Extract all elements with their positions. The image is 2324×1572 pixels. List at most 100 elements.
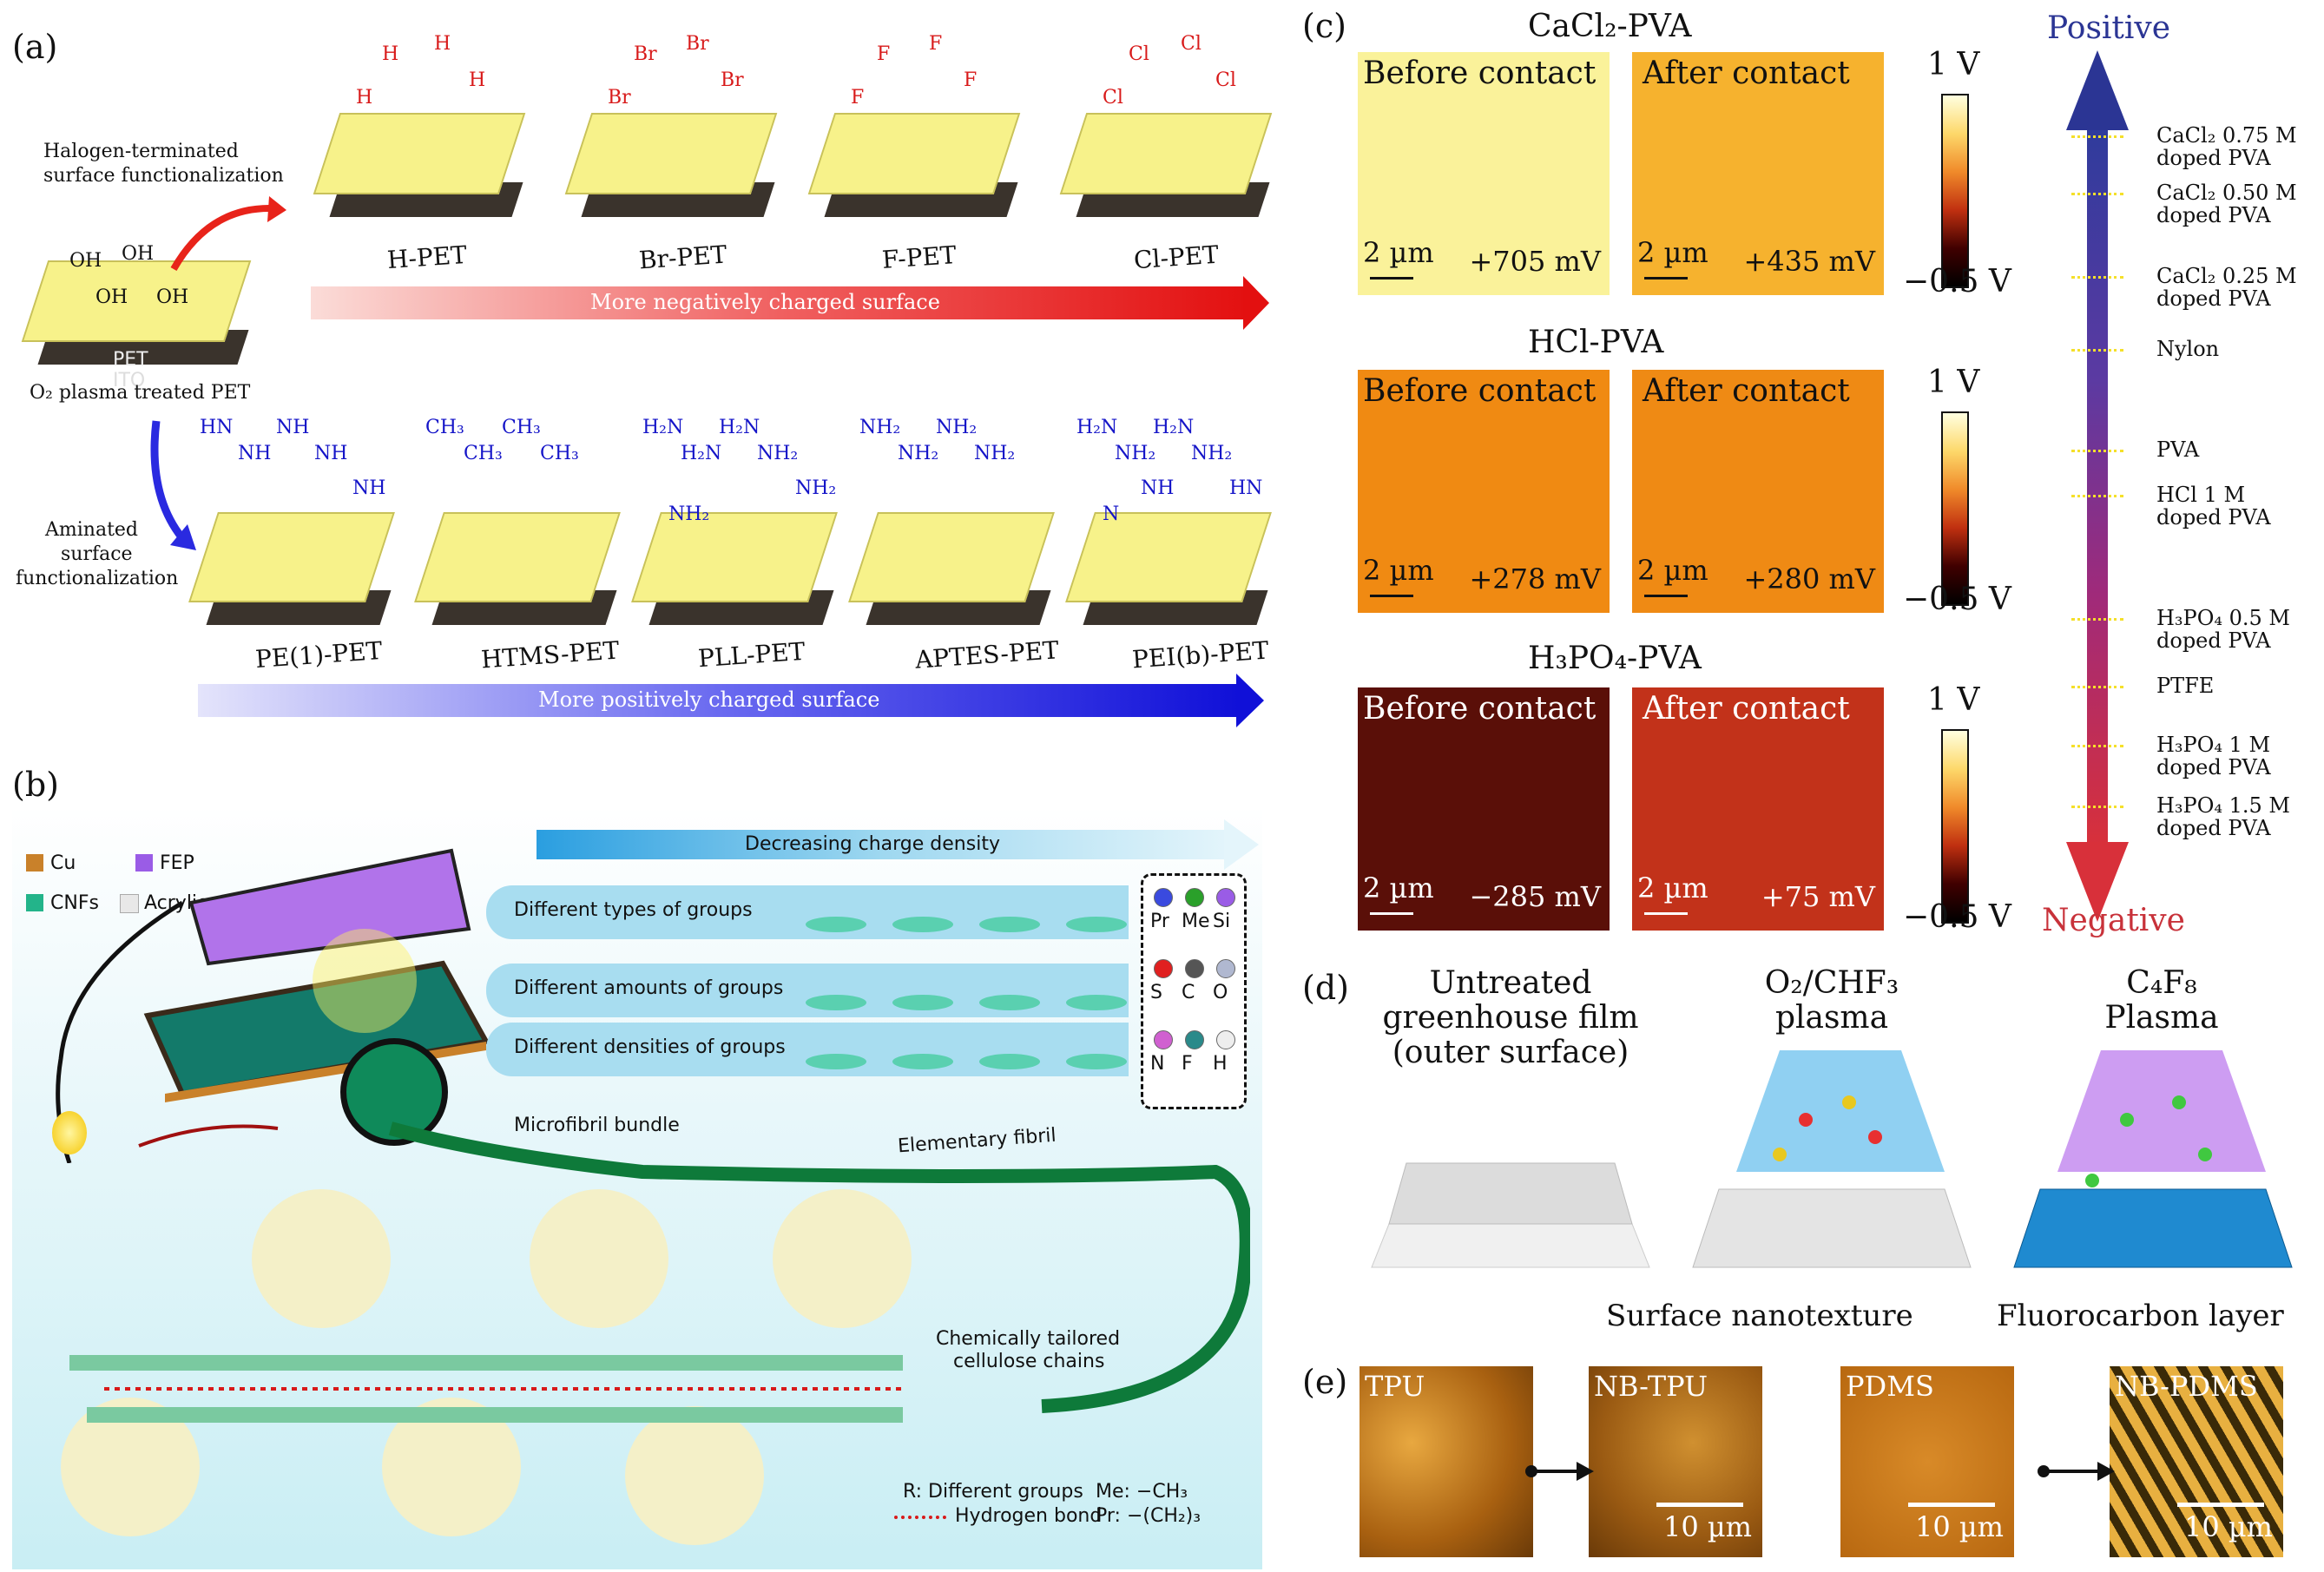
positive-label: Positive — [2047, 10, 2171, 46]
colorbar — [1941, 411, 1969, 606]
functional-group: NH₂ — [974, 443, 1016, 464]
functional-group: H₂N — [1153, 417, 1195, 438]
callout-nanotexture: Surface nanotexture — [1606, 1299, 1913, 1333]
terminal-atom: H — [382, 43, 399, 65]
film-title-line: Untreated — [1429, 965, 1592, 1001]
afm-nb-pdms: NB-PDMS 10 µm — [2110, 1366, 2283, 1557]
legend-cnfs: CNFs — [50, 892, 99, 914]
kpfm-after: After contact 2 µm +435 mV — [1632, 52, 1884, 295]
afm-title: TPU — [1365, 1370, 1425, 1403]
series-tick — [2071, 495, 2123, 497]
scale-bar — [1908, 1503, 1995, 1507]
oh-group: OH — [156, 286, 189, 308]
kpfm-after-potential: +280 mV — [1743, 562, 1875, 595]
tailored-label-2: cellulose chains — [953, 1351, 1105, 1372]
afm-title: NB-TPU — [1594, 1370, 1708, 1403]
afm-title: PDMS — [1846, 1370, 1934, 1403]
atom-swatch — [1185, 959, 1204, 978]
kpfm-after-title: After contact — [1643, 56, 1850, 91]
series-entry-text: H₃PO₄ 0.5 M — [2156, 606, 2290, 630]
tile-top — [807, 113, 1021, 194]
terminal-atom: H — [434, 33, 451, 55]
red-curved-arrow — [170, 196, 286, 271]
amine-caption-1: Aminated — [45, 519, 139, 541]
panel-c-label: (c) — [1302, 7, 1346, 45]
film-title-line: Plasma — [2104, 1000, 2219, 1036]
halogen-caption-2: surface functionalization — [43, 165, 284, 187]
cellulose-chain-illustration — [61, 1189, 912, 1545]
functional-group: NH — [314, 443, 348, 464]
group-row-label: Different amounts of groups — [514, 977, 784, 999]
positive-arrow-label: More positively charged surface — [538, 687, 880, 712]
c4f8-plasma-film — [2013, 1050, 2293, 1268]
kpfm-before-potential: +705 mV — [1469, 245, 1601, 278]
tile-name: PEI(b)-PET — [1131, 635, 1270, 674]
amine-caption-3: functionalization — [16, 568, 179, 589]
oh-group: OH — [69, 250, 102, 272]
amine-caption-2: surface — [61, 543, 133, 565]
atom-swatch — [1154, 1030, 1173, 1049]
series-tick — [2071, 745, 2123, 747]
series-entry-text: PTFE — [2156, 674, 2215, 698]
cnf-disc — [1066, 995, 1127, 1010]
terminal-atom: Br — [634, 43, 657, 65]
tile-name: PLL-PET — [696, 636, 806, 674]
positive-arrow-head — [2066, 50, 2129, 130]
kpfm-before: Before contact 2 µm +705 mV — [1358, 52, 1610, 295]
cu-swatch — [26, 854, 43, 872]
cnf-disc — [979, 917, 1040, 932]
series-entry-text: PVA — [2156, 437, 2200, 462]
acrylic-swatch — [120, 894, 139, 913]
base-pet-tile: PET ITO OH OH OH OH — [17, 243, 252, 391]
kpfm-before-potential: −285 mV — [1469, 880, 1601, 913]
colorbar-max: 1 V — [1927, 47, 1980, 82]
functional-group: HN — [1229, 477, 1263, 499]
scale-bar — [1370, 912, 1413, 915]
fep-swatch — [135, 854, 153, 872]
colorbar-min: −0.5 V — [1903, 264, 2011, 299]
terminal-atom: Cl — [1215, 69, 1236, 91]
kpfm-after-title: After contact — [1643, 691, 1850, 727]
pet-label: PET — [113, 349, 148, 371]
atom-swatch — [1216, 959, 1235, 978]
scale-label: 2 µm — [1363, 236, 1434, 269]
scale-bar — [2177, 1503, 2264, 1507]
halogen-tile: Cl Cl Cl Cl — [1050, 33, 1273, 234]
halogen-caption-1: Halogen-terminated — [43, 141, 239, 162]
terminal-atom: Br — [721, 69, 744, 91]
atom-label: C — [1182, 982, 1195, 1003]
terminal-atom: Cl — [1181, 33, 1202, 55]
pdms-arrow — [2038, 1462, 2115, 1481]
kpfm-after-potential: +75 mV — [1761, 880, 1875, 913]
kpfm-before-title: Before contact — [1363, 373, 1597, 409]
panel-b-label: (b) — [12, 766, 59, 804]
scale-label: 2 µm — [1637, 236, 1708, 269]
halogen-tile: Br Br Br Br — [556, 33, 778, 234]
cnf-disc — [1066, 1054, 1127, 1069]
functional-group: NH₂ — [1115, 443, 1156, 464]
functional-group: CH₃ — [425, 417, 464, 438]
series-entry-text: doped PVA — [2156, 816, 2271, 840]
functional-group: CH₃ — [502, 417, 541, 438]
series-tick — [2071, 450, 2123, 452]
afm-pdms: PDMS 10 µm — [1840, 1366, 2014, 1557]
cnf-disc — [1066, 917, 1127, 932]
callout-fluorocarbon: Fluorocarbon layer — [1997, 1299, 2284, 1333]
functional-group: NH₂ — [936, 417, 978, 438]
untreated-film — [1371, 1162, 1650, 1268]
negative-gradient-arrow — [311, 286, 1248, 319]
atom-legend: Pr Me Si S C O N F H — [1141, 873, 1247, 1109]
terminal-atom: F — [964, 69, 978, 91]
functional-group: NH — [276, 417, 310, 438]
negative-arrow-label: More negatively charged surface — [590, 290, 940, 314]
tile-name: Cl-PET — [1132, 240, 1220, 275]
cnf-disc — [806, 995, 866, 1010]
tile-name: APTES-PET — [914, 635, 1060, 674]
cnf-disc — [892, 917, 953, 932]
microfibril-label: Microfibril bundle — [514, 1115, 680, 1136]
series-tick — [2071, 349, 2123, 352]
scale-label: 2 µm — [1637, 872, 1708, 904]
film-title-line: O₂/CHF₃ — [1764, 965, 1899, 1001]
kpfm-after-potential: +435 mV — [1743, 245, 1875, 278]
